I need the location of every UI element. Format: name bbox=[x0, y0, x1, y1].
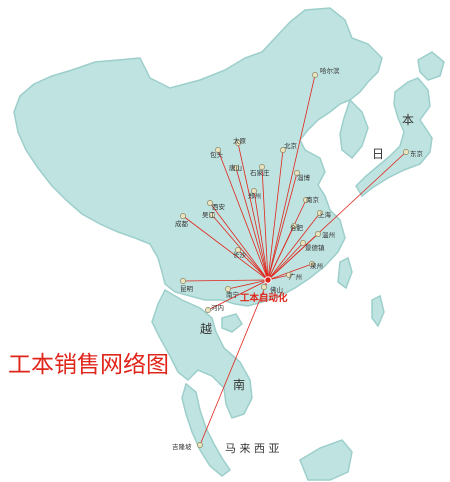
route-line-chengdu bbox=[182, 215, 269, 281]
city-label-jingdezhen: 景德镇 bbox=[305, 243, 325, 252]
city-label-guangzhou: 广州 bbox=[289, 272, 302, 281]
hokkaido bbox=[417, 51, 445, 81]
route-line-hefei bbox=[267, 225, 295, 281]
city-dot-wujiang[interactable] bbox=[209, 212, 215, 218]
route-line-nanning bbox=[227, 279, 269, 290]
city-label-quanzhou: 泉州 bbox=[310, 261, 323, 270]
route-line-zhengzhou bbox=[253, 190, 269, 281]
borneo-edge bbox=[299, 439, 353, 481]
route-line-shanghai bbox=[267, 212, 321, 281]
region-label-yue-nan-1: 越 bbox=[200, 322, 212, 336]
hub-dot bbox=[264, 276, 272, 284]
city-label-beijing: 北京 bbox=[284, 141, 298, 150]
route-line-wenzhou bbox=[267, 233, 319, 281]
route-line-quanzhou bbox=[267, 263, 313, 281]
region-label-ri-ben-1: 日 bbox=[372, 147, 384, 161]
china-mainland bbox=[13, 7, 383, 307]
route-line-kualalumpur bbox=[199, 279, 269, 446]
route-line-taiyuan bbox=[237, 142, 269, 281]
city-dot-guangzhou[interactable] bbox=[286, 272, 292, 278]
region-label-ri-ben-2: 本 bbox=[402, 113, 414, 127]
route-line-haerbin bbox=[267, 74, 316, 281]
city-label-nanjing: 南京 bbox=[306, 195, 320, 204]
route-line-xian bbox=[209, 202, 269, 281]
city-dot-quanzhou[interactable] bbox=[309, 261, 315, 267]
city-label-wujiang: 吴江 bbox=[202, 211, 216, 219]
city-dot-tangshan[interactable] bbox=[233, 165, 239, 171]
route-line-tangshan bbox=[235, 167, 269, 281]
hub-marker: 工本自动化 bbox=[240, 276, 288, 304]
hainan bbox=[221, 313, 243, 333]
city-dot-hefei[interactable] bbox=[291, 223, 297, 229]
map-title: 工本销售网络图 bbox=[8, 352, 169, 378]
route-line-baotou bbox=[217, 149, 269, 281]
korea bbox=[339, 98, 369, 160]
city-label-taiyuan: 太原 bbox=[233, 136, 247, 145]
route-line-kunming bbox=[182, 279, 269, 282]
city-dot-baotou[interactable] bbox=[215, 147, 221, 153]
city-label-chengdu: 成都 bbox=[175, 219, 189, 228]
city-label-zhengzhou: 郑州 bbox=[248, 192, 261, 200]
city-label-baotou: 包头 bbox=[210, 150, 224, 159]
city-dot-nanjing[interactable] bbox=[303, 197, 309, 203]
city-dot-shijiazhuang[interactable] bbox=[259, 164, 265, 170]
city-dot-xian[interactable] bbox=[207, 200, 213, 206]
landmass bbox=[13, 7, 445, 481]
route-line-shijiazhuang bbox=[261, 166, 269, 281]
city-label-xian: 西安 bbox=[212, 202, 226, 211]
indochina bbox=[151, 288, 253, 419]
city-dot-hanoi[interactable] bbox=[205, 307, 211, 313]
city-dot-shanghai[interactable] bbox=[317, 210, 323, 216]
city-dot-haerbin[interactable] bbox=[312, 72, 318, 78]
city-label-changsha: 长沙 bbox=[233, 250, 247, 259]
route-line-changsha bbox=[237, 249, 269, 281]
city-dot-kualalumpur[interactable] bbox=[197, 442, 203, 448]
city-dot-changsha[interactable] bbox=[235, 247, 241, 253]
city-dot-foshan[interactable] bbox=[261, 284, 267, 290]
city-label-hefei: 合肥 bbox=[290, 223, 304, 232]
hub-label: 工本自动化 bbox=[240, 292, 288, 304]
city-dot-zhengzhou[interactable] bbox=[251, 188, 257, 194]
route-line-zibo bbox=[267, 172, 298, 281]
city-dot-taiyuan[interactable] bbox=[235, 140, 241, 146]
route-lines bbox=[182, 74, 407, 446]
japan bbox=[355, 77, 433, 198]
city-label-foshan: 佛山 bbox=[270, 285, 283, 294]
route-line-beijing bbox=[267, 149, 284, 281]
city-dot-chengdu[interactable] bbox=[180, 213, 186, 219]
region-label-malaysia: 马 来 西 亚 bbox=[225, 442, 280, 455]
region-label-yue-nan-2: 南 bbox=[233, 377, 245, 392]
city-dot-wenzhou[interactable] bbox=[315, 231, 321, 237]
city-label-zibo: 淄博 bbox=[297, 173, 311, 182]
region-labels: 本 日 越 南 马 来 西 亚 bbox=[200, 113, 414, 455]
route-line-wujiang bbox=[211, 214, 269, 281]
city-label-nanning: 南宁 bbox=[226, 290, 240, 299]
city-label-hanoi: 河内 bbox=[211, 303, 224, 312]
route-line-jingdezhen bbox=[267, 242, 304, 281]
city-dot-jingdezhen[interactable] bbox=[300, 240, 306, 246]
city-label-haerbin: 哈尔滨 bbox=[320, 66, 340, 75]
philippines bbox=[371, 294, 385, 328]
city-label-shanghai: 上海 bbox=[318, 210, 332, 219]
city-dot-nanning[interactable] bbox=[225, 286, 231, 292]
city-dot-kunming[interactable] bbox=[180, 278, 186, 284]
city-dot-tokyo[interactable] bbox=[403, 149, 409, 155]
taiwan bbox=[337, 256, 353, 290]
city-label-kunming: 昆明 bbox=[180, 285, 194, 293]
city-label-wenzhou: 温州 bbox=[322, 230, 335, 239]
city-dot-zibo[interactable] bbox=[294, 170, 300, 176]
city-label-tokyo: 东京 bbox=[410, 149, 424, 158]
city-label-kualalumpur: 吉隆坡 bbox=[172, 442, 192, 451]
city-label-shijiazhuang: 石家庄 bbox=[250, 168, 270, 177]
city-dot-beijing[interactable] bbox=[280, 147, 286, 153]
route-line-hanoi bbox=[207, 279, 269, 311]
city-label-tangshan: 唐山 bbox=[229, 163, 242, 172]
